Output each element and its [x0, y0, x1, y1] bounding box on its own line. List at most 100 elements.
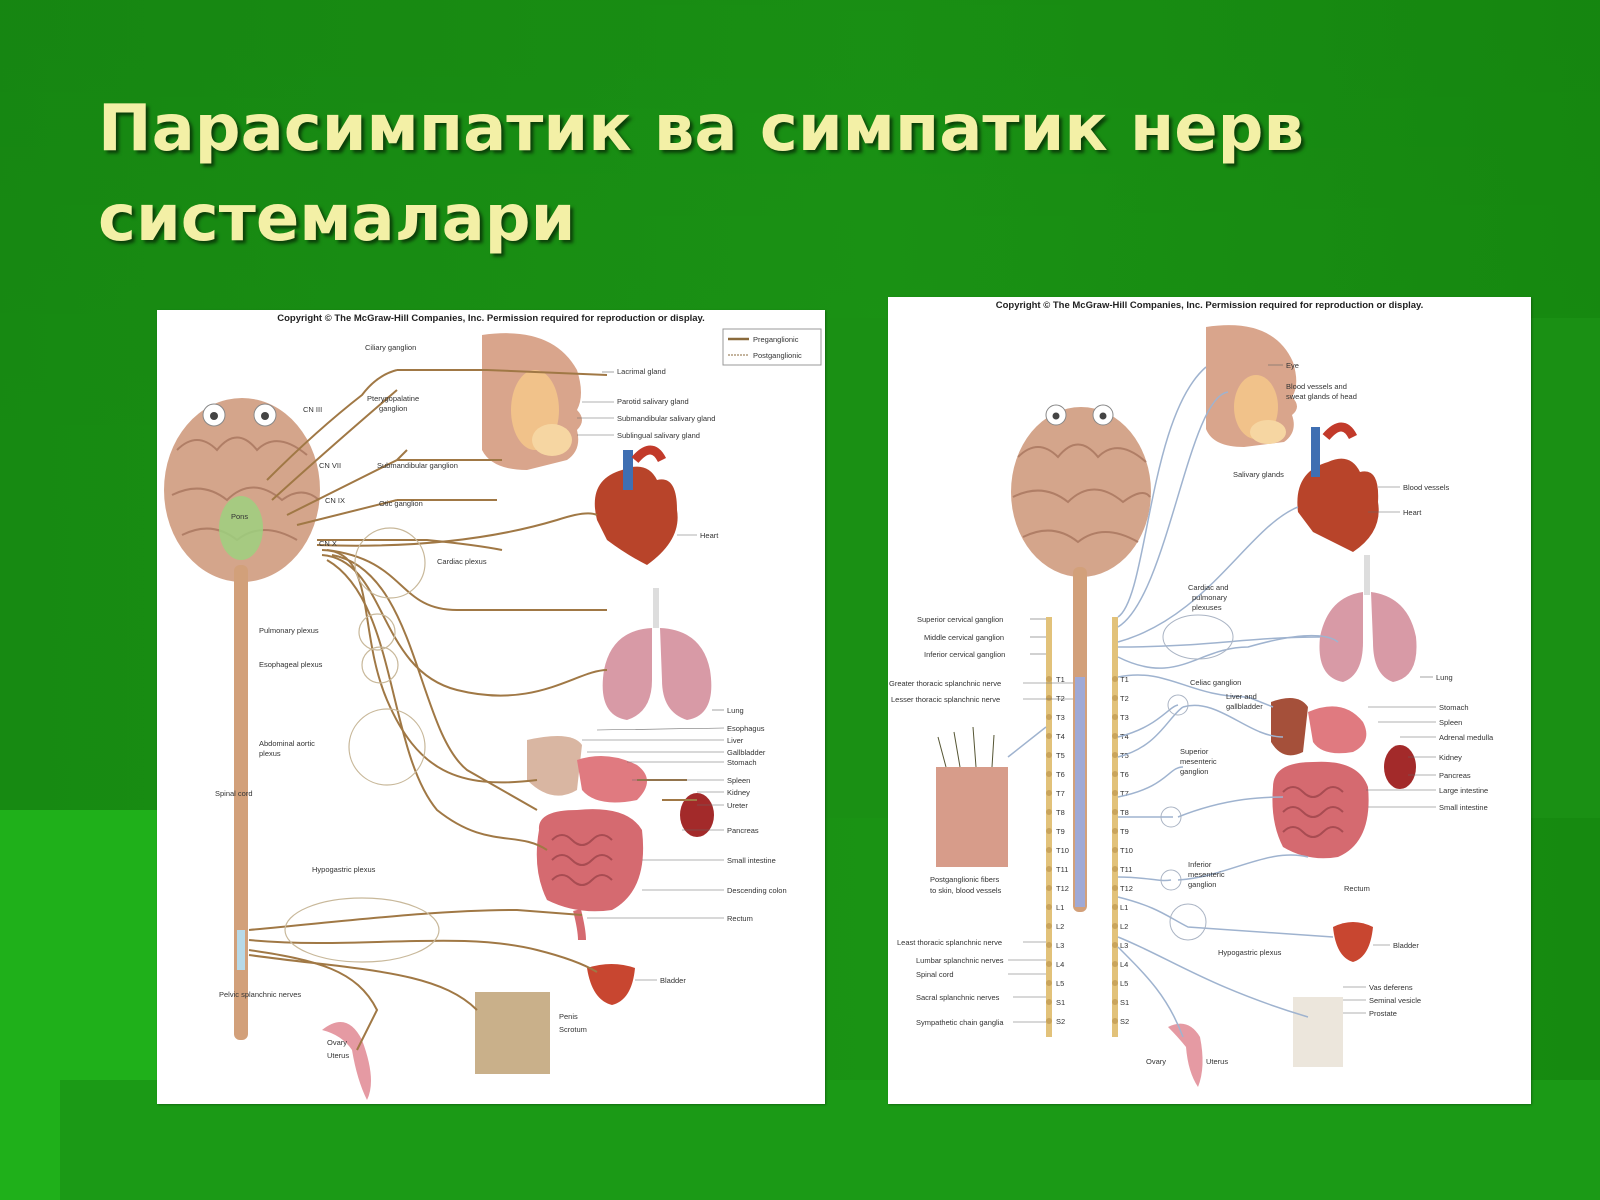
label-spinal-cord: Spinal cord — [916, 970, 954, 979]
chain-ganglion — [1046, 714, 1052, 720]
segment-label-left: T5 — [1056, 751, 1065, 760]
label-sympathetic-chain: Sympathetic chain ganglia — [916, 1018, 1004, 1027]
chain-ganglion — [1046, 942, 1052, 948]
segment-label-left: T7 — [1056, 789, 1065, 798]
bladder-shape — [587, 964, 635, 1005]
label-kidney: Kidney — [727, 788, 750, 797]
label-vas-deferens: Vas deferens — [1369, 983, 1413, 992]
chain-ganglion — [1046, 885, 1052, 891]
segment-label-left: T8 — [1056, 808, 1065, 817]
segment-label-left: L4 — [1056, 960, 1064, 969]
legend-postganglionic: Postganglionic — [753, 351, 802, 360]
chain-ganglion — [1046, 923, 1052, 929]
left-copyright: Copyright © The McGraw-Hill Companies, I… — [277, 313, 705, 324]
parasympathetic-diagram: Copyright © The McGraw-Hill Companies, I… — [157, 310, 825, 1104]
segment-label-left: T9 — [1056, 827, 1065, 836]
label-submandibular-ganglion: Submandibular ganglion — [377, 461, 458, 470]
segment-label-right: T12 — [1120, 884, 1133, 893]
chain-ganglion — [1046, 1018, 1052, 1024]
segment-label-right: L4 — [1120, 960, 1128, 969]
chain-ganglion — [1046, 809, 1052, 815]
label-cardiac-pulmonary-3: plexuses — [1192, 603, 1222, 612]
label-ciliary-ganglion: Ciliary ganglion — [365, 343, 416, 352]
label-small-intestine: Small intestine — [727, 856, 776, 865]
chain-ganglion — [1046, 790, 1052, 796]
chain-ganglion — [1112, 866, 1118, 872]
label-pelvic-splanchnic: Pelvic splanchnic nerves — [219, 990, 301, 999]
label-ganglion: ganglion — [379, 404, 407, 413]
label-cn-iii: CN III — [303, 405, 322, 414]
label-lacrimal-gland: Lacrimal gland — [617, 367, 666, 376]
label-lumbar-splanchnic: Lumbar splanchnic nerves — [916, 956, 1004, 965]
segment-label-left: T12 — [1056, 884, 1069, 893]
chain-ganglion — [1112, 961, 1118, 967]
label-hypogastric-plexus: Hypogastric plexus — [1218, 948, 1282, 957]
chain-ganglion — [1046, 752, 1052, 758]
label-spinal-cord: Spinal cord — [215, 789, 253, 798]
label-inf-mesenteric-2: mesenteric — [1188, 870, 1225, 879]
chain-ganglion — [1046, 961, 1052, 967]
chain-ganglion — [1112, 771, 1118, 777]
chain-ganglion — [1046, 771, 1052, 777]
label-plexus: plexus — [259, 749, 281, 758]
segment-label-right: T4 — [1120, 732, 1129, 741]
label-sup-mesenteric-2: mesenteric — [1180, 757, 1217, 766]
label-sacral-splanchnic: Sacral splanchnic nerves — [916, 993, 1000, 1002]
label-abdominal-aortic: Abdominal aortic — [259, 739, 315, 748]
sympathetic-nerves — [1007, 366, 1339, 1038]
heart-illustration — [594, 445, 678, 565]
abdominal-organs — [936, 698, 1416, 1087]
segment-label-left: L3 — [1056, 941, 1064, 950]
sympathetic-chains — [1046, 617, 1118, 1037]
chain-ganglion — [1112, 980, 1118, 986]
label-blood-vessels: Blood vessels — [1403, 483, 1450, 492]
label-inf-mesenteric-3: ganglion — [1188, 880, 1216, 889]
right-copyright: Copyright © The McGraw-Hill Companies, I… — [995, 300, 1424, 311]
label-lung: Lung — [727, 706, 744, 715]
label-submandibular-gland: Submandibular salivary gland — [617, 414, 715, 423]
chain-ganglion — [1046, 904, 1052, 910]
label-hypogastric-plexus: Hypogastric plexus — [312, 865, 376, 874]
chain-ganglion — [1046, 828, 1052, 834]
segment-label-left: T11 — [1056, 865, 1068, 874]
legend-preganglionic: Preganglionic — [753, 335, 799, 344]
label-stomach: Stomach — [727, 758, 757, 767]
label-ovary: Ovary — [1146, 1057, 1166, 1066]
chain-ganglion — [1046, 695, 1052, 701]
label-inferior-cervical: Inferior cervical ganglion — [924, 650, 1005, 659]
label-liver-gb-1: Liver and — [1226, 692, 1257, 701]
label-uterus: Uterus — [327, 1051, 349, 1060]
label-middle-cervical: Middle cervical ganglion — [924, 633, 1004, 642]
chain-ganglion — [1112, 885, 1118, 891]
label-pterygopalatine: Pterygopalatine — [367, 394, 419, 403]
label-descending-colon: Descending colon — [727, 886, 787, 895]
male-genitals-shape — [475, 992, 550, 1074]
chain-ganglion — [1112, 752, 1118, 758]
chain-ganglion — [1112, 847, 1118, 853]
heart-illustration — [1297, 422, 1379, 552]
label-sup-mesenteric-3: ganglion — [1180, 767, 1208, 776]
chain-ganglion — [1046, 733, 1052, 739]
label-cn-vii: CN VII — [319, 461, 341, 470]
segment-label-left: T3 — [1056, 713, 1065, 722]
segment-label-right: T1 — [1120, 675, 1129, 684]
parasympathetic-nerves — [248, 369, 697, 1051]
skin-section — [936, 767, 1008, 867]
segment-label-left: L2 — [1056, 922, 1064, 931]
label-large-intestine: Large intestine — [1439, 786, 1488, 795]
label-cardiac-plexus: Cardiac plexus — [437, 557, 487, 566]
label-ureter: Ureter — [727, 801, 748, 810]
chain-ganglion — [1046, 847, 1052, 853]
label-cardiac-pulmonary-2: pulmonary — [1192, 593, 1227, 602]
label-cn-ix: CN IX — [325, 496, 345, 505]
segment-label-right: T7 — [1120, 789, 1129, 798]
brain-illustration: Pons — [164, 398, 320, 582]
label-lung: Lung — [1436, 673, 1453, 682]
label-spleen: Spleen — [727, 776, 750, 785]
chain-ganglion — [1112, 714, 1118, 720]
segment-label-left: T2 — [1056, 694, 1065, 703]
segment-label-right: T10 — [1120, 846, 1133, 855]
label-postganglionic-1: Postganglionic fibers — [930, 875, 999, 884]
